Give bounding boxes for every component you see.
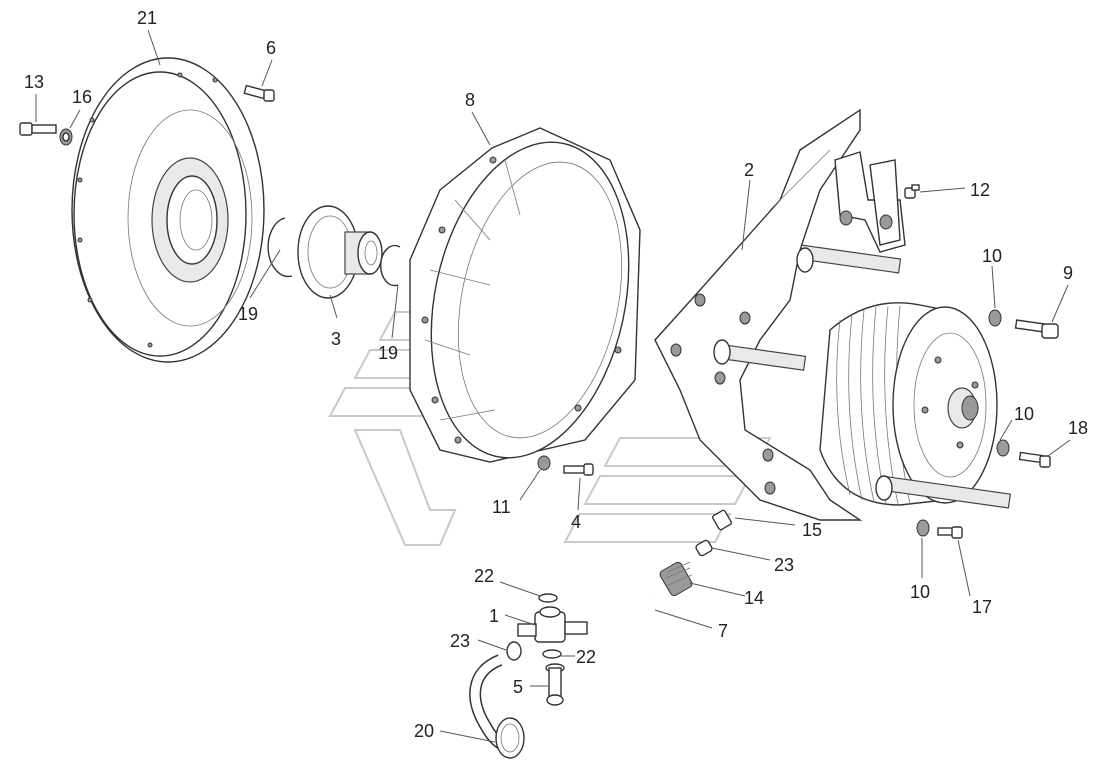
callout-16: 16 <box>72 87 92 107</box>
callout-1: 1 <box>489 606 499 626</box>
washer-part-11 <box>537 455 551 471</box>
callout-17: 17 <box>972 597 992 617</box>
washer-part-10-middle <box>996 439 1010 457</box>
retaining-ring-part-19-left <box>267 217 293 278</box>
hub-part-3 <box>297 205 383 299</box>
leader-lines <box>35 29 1071 743</box>
callout-7: 7 <box>718 621 728 641</box>
callout-15: 15 <box>802 520 822 540</box>
callout-12: 12 <box>970 180 990 200</box>
callout-9: 9 <box>1063 263 1073 283</box>
flywheel-part-21 <box>71 57 265 363</box>
callout-19-a: 19 <box>238 304 258 324</box>
tee-fitting-part-1 <box>517 606 588 643</box>
callout-10-b: 10 <box>1014 404 1034 424</box>
callout-23-a: 23 <box>774 555 794 575</box>
bolt-part-9 <box>1014 319 1059 339</box>
callout-2: 2 <box>744 160 754 180</box>
spring-part-14 <box>659 561 693 597</box>
grease-nipple-part-12 <box>904 184 920 199</box>
clamp-part-23-lower <box>506 641 522 661</box>
hose-part-20 <box>469 654 525 759</box>
bracket-part-2 <box>654 108 906 521</box>
o-ring-part-22-upper <box>538 593 558 603</box>
callout-11: 11 <box>492 497 511 517</box>
pulley-assembly <box>819 302 1012 509</box>
retaining-ring-part-19-right <box>380 244 401 287</box>
washer-part-10-lower <box>916 519 930 537</box>
callout-23-b: 23 <box>450 631 470 651</box>
bolt-part-18 <box>1018 451 1051 468</box>
callout-3: 3 <box>331 329 341 349</box>
o-ring-part-22-lower <box>542 649 562 659</box>
callout-13: 13 <box>24 72 44 92</box>
pipe-part-7 <box>508 597 656 742</box>
callout-21: 21 <box>137 8 157 28</box>
callout-19-b: 19 <box>378 343 398 363</box>
fitting-part-15 <box>711 509 733 531</box>
callout-6: 6 <box>266 38 276 58</box>
callout-10-c: 10 <box>910 582 930 602</box>
callout-10-a: 10 <box>982 246 1002 266</box>
callout-labels: 21 6 13 16 8 2 12 10 9 19 3 19 10 18 11 … <box>24 8 1088 741</box>
callout-22-b: 22 <box>576 647 596 667</box>
bolt-part-4 <box>563 463 594 476</box>
callout-18: 18 <box>1068 418 1088 438</box>
washer-part-16 <box>59 128 73 146</box>
bolt-part-17 <box>937 526 963 539</box>
bolt-part-6 <box>243 84 275 102</box>
callout-4: 4 <box>571 512 581 532</box>
callout-8: 8 <box>465 90 475 110</box>
bell-housing-part-8 <box>409 127 641 463</box>
callout-5: 5 <box>513 677 523 697</box>
callout-14: 14 <box>744 588 764 608</box>
nut-part-23-upper <box>695 539 713 557</box>
banjo-bolt-part-5 <box>545 663 565 706</box>
callout-22-a: 22 <box>474 566 494 586</box>
bolt-part-13 <box>19 122 57 136</box>
washer-part-10-upper <box>988 309 1002 327</box>
callout-20: 20 <box>414 721 434 741</box>
